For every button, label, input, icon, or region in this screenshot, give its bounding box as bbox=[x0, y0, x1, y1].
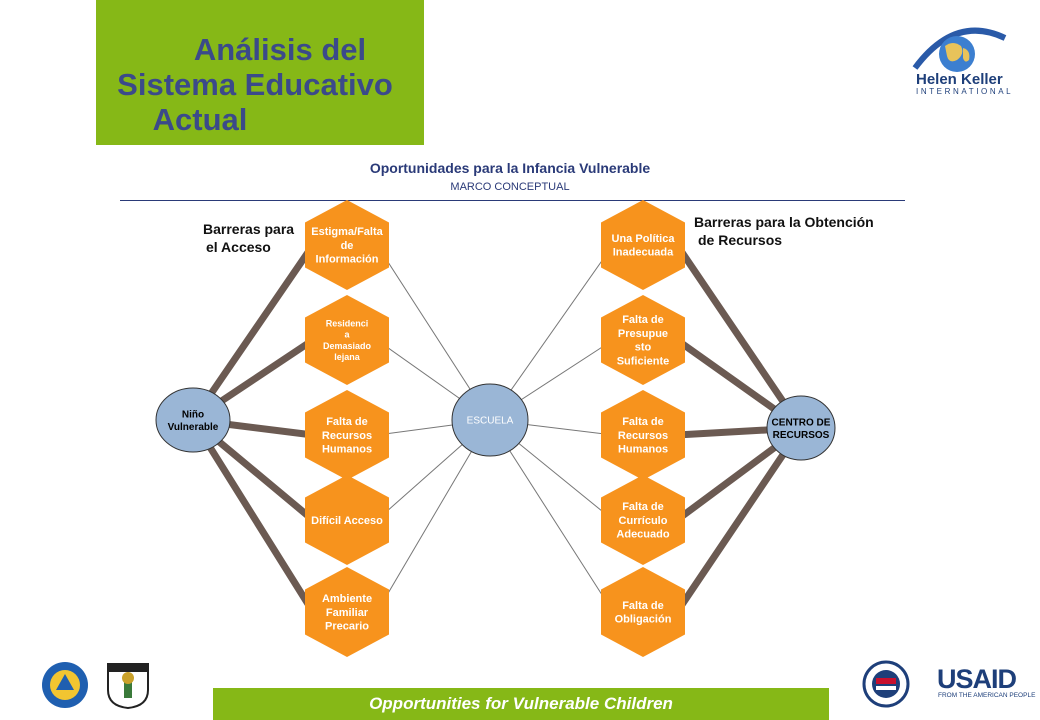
node-text-line: Niño bbox=[182, 409, 204, 420]
node-text-line: de bbox=[341, 240, 354, 252]
node-text-line: Falta de bbox=[326, 416, 368, 428]
node-text-line: Difícil Acceso bbox=[311, 515, 383, 527]
node-text-line: lejana bbox=[334, 352, 361, 362]
node-text-line: ESCUELA bbox=[467, 416, 514, 427]
usaid-seal-icon bbox=[862, 660, 910, 708]
node-text-line: sto bbox=[635, 342, 652, 354]
right-hex-1-shape bbox=[601, 295, 685, 385]
usaid-tagline: FROM THE AMERICAN PEOPLE bbox=[938, 692, 1036, 699]
left-hex-0-shape bbox=[305, 200, 389, 290]
node-text-line: Demasiado bbox=[323, 341, 372, 351]
left-hex-4-shape bbox=[305, 567, 389, 657]
left-hex-3-shape bbox=[305, 475, 389, 565]
node-text-line: Adecuado bbox=[616, 529, 669, 541]
title-line-1: Análisis del bbox=[193, 32, 367, 67]
node-text-line: Obligación bbox=[615, 614, 672, 626]
node-text-line: Estigma/Falta bbox=[311, 226, 383, 238]
node-text-line: Familiar bbox=[326, 607, 369, 619]
regional-crest-icon bbox=[107, 663, 149, 710]
footer-banner: Opportunities for Vulnerable Children bbox=[213, 688, 829, 720]
node-text-line: Vulnerable bbox=[168, 422, 219, 433]
helen-keller-globe-icon bbox=[912, 27, 1007, 72]
title-line-2: Sistema Educativo bbox=[117, 67, 393, 102]
left-hex-2-shape bbox=[305, 390, 389, 480]
school-node: ESCUELA bbox=[451, 383, 529, 457]
resources-node: CENTRO DE RECURSOS bbox=[766, 395, 836, 461]
node-text-line: Precario bbox=[325, 621, 369, 633]
thick-line-right-0 bbox=[673, 241, 805, 432]
ministry-emblem-icon bbox=[42, 662, 88, 708]
thick-line-left-4 bbox=[189, 416, 317, 616]
node-text-line: CENTRO DE bbox=[772, 417, 831, 428]
barriers-access-line-1: Barreras para bbox=[203, 221, 295, 237]
barriers-resources-line-1: Barreras para la Obtención bbox=[694, 214, 874, 230]
node-text-line: Humanos bbox=[618, 444, 668, 456]
helen-keller-sub: INTERNATIONAL bbox=[916, 87, 1014, 96]
thick-line-right-4 bbox=[673, 424, 805, 616]
node-text-line: RECURSOS bbox=[773, 430, 830, 441]
right-hex-4-shape bbox=[601, 567, 685, 657]
node-text-line: Suficiente bbox=[617, 355, 670, 367]
title-banner bbox=[96, 0, 424, 145]
node-text-line: Inadecuada bbox=[613, 247, 674, 259]
node-text-line: Currículo bbox=[619, 515, 668, 527]
node-text-line: Presupue bbox=[618, 328, 668, 340]
thick-line-left-0 bbox=[189, 241, 317, 424]
page-title: Análisis del Sistema Educativo Actual bbox=[96, 32, 424, 137]
node-text-line: Recursos bbox=[322, 430, 372, 442]
usaid-wordmark: USAID bbox=[937, 664, 1017, 694]
helen-keller-name: Helen Keller bbox=[916, 71, 1003, 88]
title-line-3: Actual bbox=[152, 102, 248, 137]
barriers-access-label: Barreras para el Acceso bbox=[203, 220, 294, 256]
diagram-heading: Oportunidades para la Infancia Vulnerabl… bbox=[369, 160, 651, 176]
left-hex-1-shape bbox=[305, 295, 389, 385]
node-text-line: a bbox=[344, 330, 350, 340]
barriers-resources-line-2: de Recursos bbox=[698, 232, 783, 248]
node-text-line: Falta de bbox=[622, 600, 664, 612]
left-hex-3: Difícil Acceso bbox=[305, 475, 389, 565]
node-text-line: Información bbox=[316, 254, 379, 266]
right-hex-0-shape bbox=[601, 200, 685, 290]
node-text-line: Falta de bbox=[622, 501, 664, 513]
node-text-line: Residenci bbox=[326, 318, 369, 328]
right-hex-3-shape bbox=[601, 475, 685, 565]
node-text-line: Humanos bbox=[322, 444, 372, 456]
node-text-line: Una Política bbox=[612, 233, 676, 245]
barriers-resources-label: Barreras para la Obtención de Recursos bbox=[694, 213, 874, 249]
thin-line-left-4 bbox=[376, 419, 491, 613]
node-text-line: Falta de bbox=[622, 416, 664, 428]
barriers-access-line-2: el Acceso bbox=[206, 239, 271, 255]
node-text-line: Recursos bbox=[618, 430, 668, 442]
thick-connectors bbox=[189, 241, 805, 616]
thin-line-right-4 bbox=[489, 419, 614, 613]
resources-node-shape bbox=[766, 395, 836, 461]
node-text-line: Ambiente bbox=[322, 593, 372, 605]
diagram-subheading: MARCO CONCEPTUAL bbox=[450, 181, 570, 193]
right-hex-4: Falta de Obligación bbox=[601, 567, 685, 657]
divider-rule bbox=[120, 200, 905, 201]
right-hex-2-shape bbox=[601, 390, 685, 480]
school-node-shape bbox=[451, 383, 529, 457]
node-text-line: Falta de bbox=[622, 314, 664, 326]
child-node-shape bbox=[155, 387, 231, 453]
